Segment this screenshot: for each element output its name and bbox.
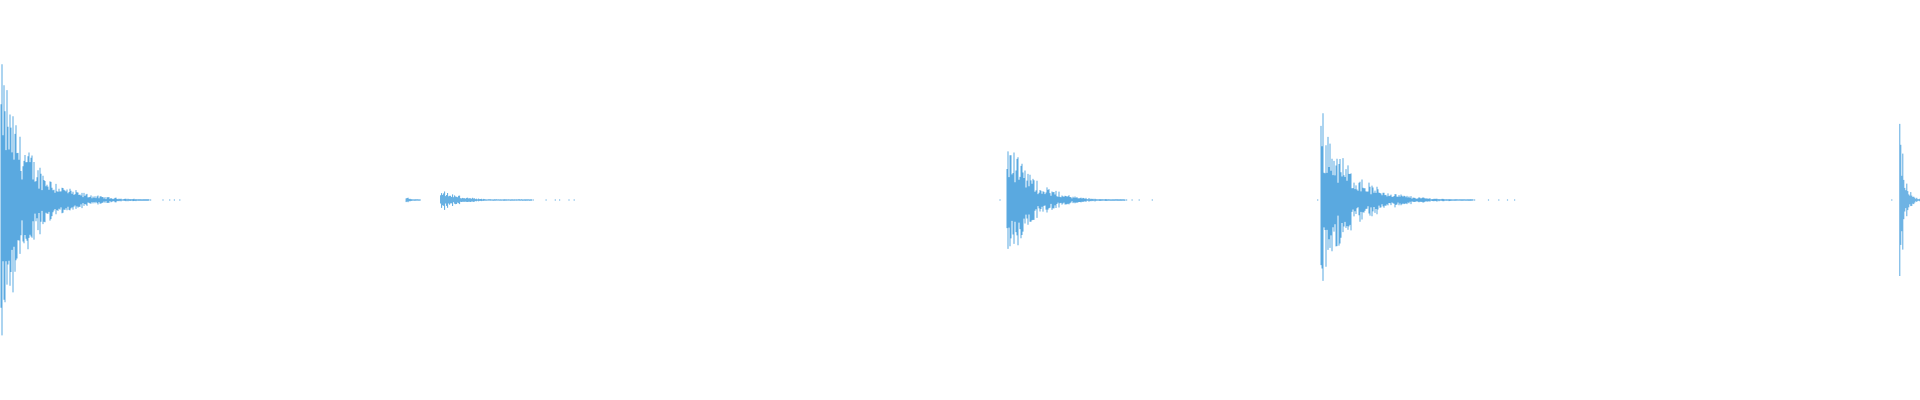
waveform-pre-dot-1 bbox=[1317, 199, 1319, 201]
waveform-tail-dot-2 bbox=[568, 199, 570, 201]
waveform-tail-dot-0 bbox=[173, 199, 175, 201]
waveform-tail-dot-4 bbox=[1506, 199, 1509, 201]
waveform-tail-dot-2 bbox=[573, 199, 575, 201]
waveform-tail-dot-2 bbox=[532, 199, 534, 201]
waveform-pre-dot-0 bbox=[999, 199, 1001, 201]
waveform-tail-dot-3 bbox=[1126, 199, 1128, 201]
waveform-tail-dot-2 bbox=[545, 199, 547, 201]
waveform-tail-dot-3 bbox=[1131, 199, 1133, 201]
waveform-tail-dot-0 bbox=[162, 199, 164, 201]
waveform-tail-dot-0 bbox=[169, 199, 171, 201]
waveform-track bbox=[0, 64, 1920, 336]
waveform-tail-dot-4 bbox=[1498, 199, 1500, 201]
waveform-tail-dot-0 bbox=[150, 199, 152, 201]
waveform-tail-dot-3 bbox=[1151, 199, 1153, 201]
waveform-tail-dot-4 bbox=[1474, 199, 1476, 201]
waveform-tail-dot-2 bbox=[559, 199, 561, 201]
waveform-pre-dot-2 bbox=[1891, 199, 1893, 201]
waveform-tail-dot-4 bbox=[1487, 199, 1490, 201]
waveform-tail-dot-0 bbox=[179, 199, 181, 201]
waveform-tail-dot-3 bbox=[1138, 199, 1140, 201]
waveform-tail-dot-4 bbox=[1514, 199, 1516, 201]
waveform-tail-dot-2 bbox=[554, 199, 556, 201]
